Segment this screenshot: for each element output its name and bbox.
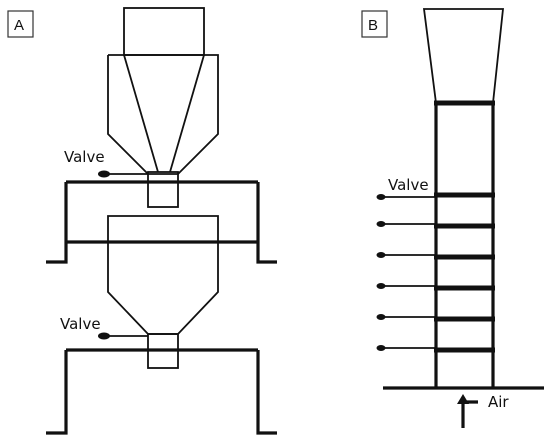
air-arrow-icon (457, 394, 469, 404)
upper-frame (46, 180, 277, 264)
lower-frame (46, 348, 277, 435)
panel-b-label: B (368, 17, 378, 34)
side-valve-dot (376, 345, 386, 351)
upper-frame-right-leg (256, 182, 277, 264)
fluidized-column (434, 103, 495, 388)
upper-frame-left-leg (46, 182, 68, 264)
panel-b-label-box (361, 10, 388, 38)
side-valves (376, 194, 436, 351)
upper-valve-label: Valve (64, 148, 105, 166)
lower-frame-right-leg (256, 350, 277, 435)
lower-valve: Valve (60, 315, 148, 340)
feed-funnel (422, 8, 505, 104)
panel-b: B Valve Air (361, 8, 544, 428)
upper-hopper-outer-body (107, 54, 219, 175)
air-label: Air (488, 393, 509, 411)
lower-frame-left-leg (46, 350, 68, 435)
side-valve-dot (376, 283, 386, 289)
upper-hopper-outlet (147, 171, 179, 208)
lower-hopper (107, 215, 219, 369)
upper-valve: Valve (64, 148, 148, 178)
panel-a-label: A (14, 17, 24, 34)
upper-hopper (107, 7, 219, 208)
upper-hopper-inner-cone-right (169, 54, 205, 173)
panel-a: A Valve (7, 7, 277, 435)
air-inlet-pipe (461, 400, 478, 428)
lower-hopper-top-box (107, 215, 219, 242)
lower-hopper-body (107, 242, 219, 335)
air-inlet: Air (457, 393, 509, 428)
side-valve-dot (376, 314, 386, 320)
panel-a-label-box (7, 10, 34, 38)
lower-valve-label: Valve (60, 315, 101, 333)
column-plates (434, 192, 495, 353)
column-valve-label: Valve (388, 176, 429, 194)
upper-hopper-inner-cone (123, 54, 159, 173)
side-valve-dot (376, 221, 386, 227)
upper-hopper-top-box (123, 7, 205, 56)
side-valve-dot (376, 252, 386, 258)
side-valve-dot (376, 194, 386, 200)
